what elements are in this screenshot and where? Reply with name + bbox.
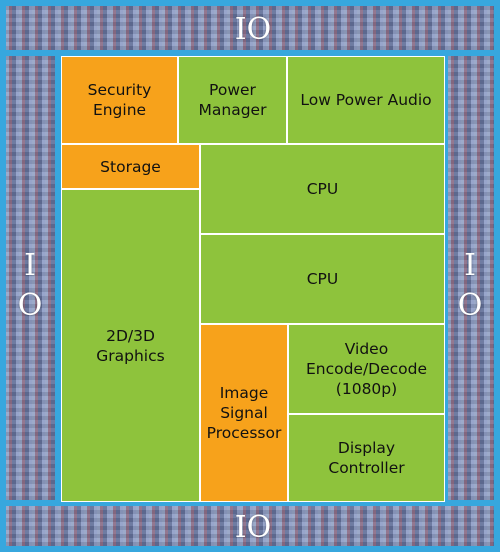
image-signal-processor-block: Image Signal Processor	[200, 324, 288, 502]
io-label-bottom: IO	[234, 510, 272, 545]
graphics-block: 2D/3D Graphics	[61, 189, 200, 502]
io-strip-left	[3, 53, 58, 503]
cpu-block-1: CPU	[200, 144, 445, 234]
io-label-top: IO	[234, 12, 272, 47]
cpu-block-2: CPU	[200, 234, 445, 324]
io-label-right: I O	[457, 248, 483, 323]
core-block-area: Security Engine Power Manager Low Power …	[58, 53, 448, 505]
io-label-left: I O	[17, 248, 43, 323]
io-strip-right	[445, 53, 497, 503]
video-codec-block: Video Encode/Decode (1080p)	[288, 324, 445, 414]
low-power-audio-block: Low Power Audio	[287, 56, 445, 144]
io-strip-top	[3, 3, 497, 53]
display-controller-block: Display Controller	[288, 414, 445, 502]
storage-block: Storage	[61, 144, 200, 189]
power-manager-block: Power Manager	[178, 56, 287, 144]
security-engine-block: Security Engine	[61, 56, 178, 144]
